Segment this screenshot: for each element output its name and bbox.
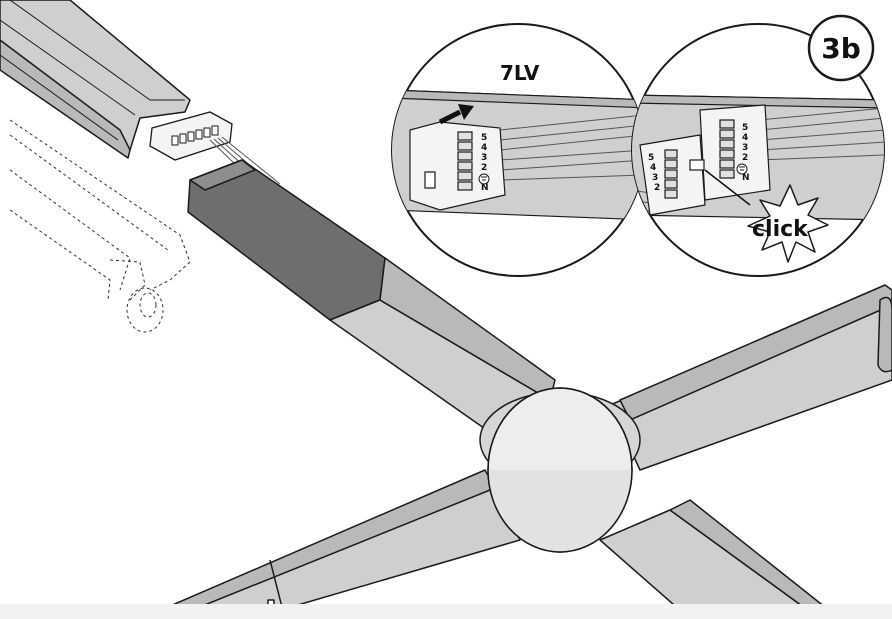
connector-type-label: 7LV [500,61,540,85]
pin-number: N [481,183,489,193]
top-left-rail [0,0,191,159]
magnifier-right: 5 4 3 2 5 4 3 2 N click [631,23,885,277]
bottom-left-arm [139,469,521,619]
step-label: 3b [821,32,861,65]
arrow-right-icon [438,104,474,125]
right-arm [609,284,892,471]
main-arm [187,159,561,446]
pin-number: 4 [481,143,487,153]
magnifier-left: 5 4 3 2 N 7LV [391,23,645,277]
pin-number: 3 [652,173,658,183]
pin-numbers-left-side: 5 4 3 2 [648,153,660,193]
pin-numbers-right-side: 5 4 3 2 N [742,123,750,183]
click-label: click [752,217,809,242]
pin-number: 2 [654,183,660,193]
pin-number: 2 [742,153,748,163]
pin-number: N [742,173,750,183]
pin-number: 3 [742,143,748,153]
bottom-fade [0,604,892,619]
step-badge: 3b [807,14,875,82]
pin-number: 5 [742,123,748,133]
pin-number: 4 [742,133,748,143]
bottom-right-arm [599,499,841,619]
pin-number: 5 [481,133,487,143]
starburst-icon [747,184,829,263]
pin-number: 5 [648,153,654,163]
central-hub [479,387,641,553]
ghost-rail-outline [9,119,191,333]
pin-number: 3 [481,153,487,163]
pin-number: 4 [650,163,656,173]
ground-symbol-icon [478,173,490,185]
pin-number: 2 [481,163,487,173]
pin-numbers-left: 5 4 3 2 N [481,133,489,193]
ground-symbol-icon [736,163,748,175]
